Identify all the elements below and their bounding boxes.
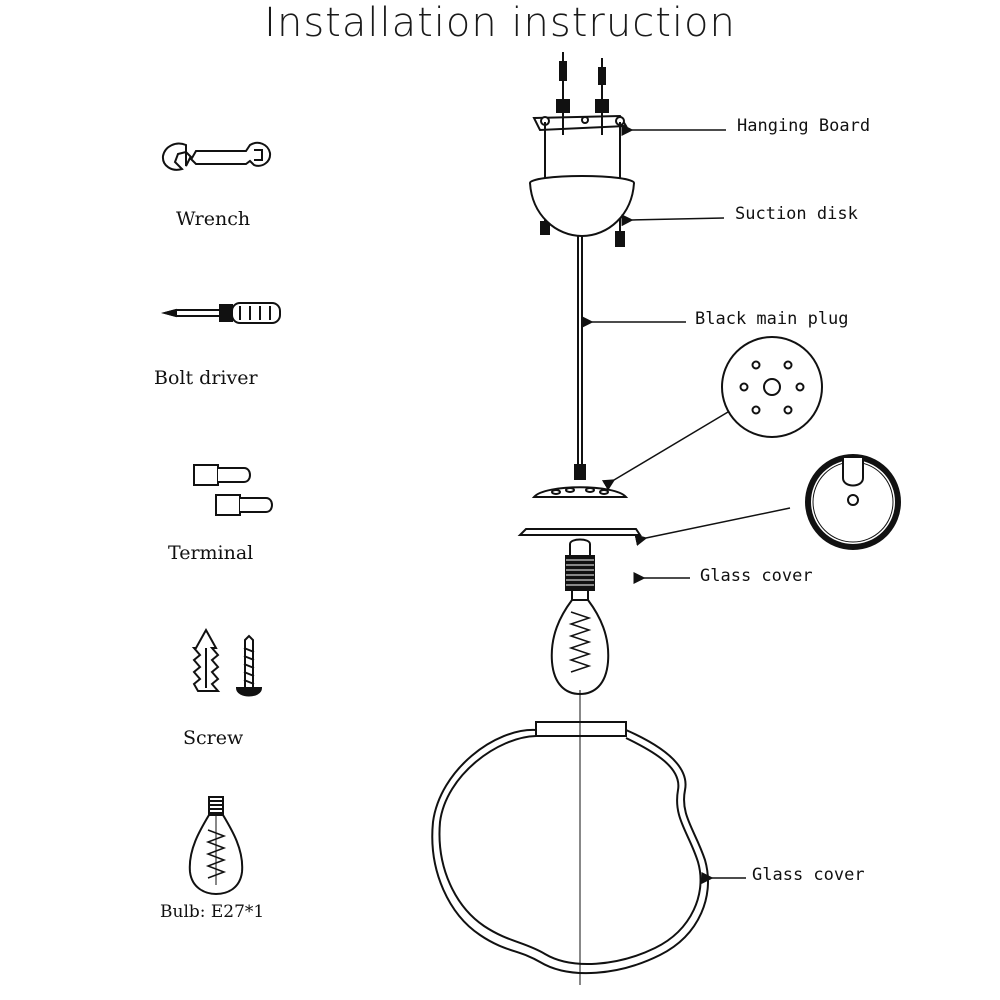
ring-detail-icon bbox=[805, 454, 901, 550]
power-cord bbox=[577, 236, 583, 470]
screw-icon bbox=[191, 627, 263, 697]
page-title: Installation instruction bbox=[264, 0, 736, 46]
lamp-holder-icon bbox=[565, 538, 595, 591]
leader-lines bbox=[581, 124, 791, 884]
terminal-icon bbox=[193, 464, 273, 516]
black-main-plug-label: Black main plug bbox=[695, 309, 849, 329]
glass-cover-icon bbox=[431, 721, 709, 975]
wrench-label: Wrench bbox=[176, 208, 251, 230]
glass-cover-upper-label: Glass cover bbox=[700, 566, 813, 586]
hanging-board-icon bbox=[532, 52, 628, 247]
cable-cap-icon bbox=[531, 464, 629, 498]
main-bulb-icon bbox=[550, 589, 610, 696]
suction-disk-icon bbox=[529, 175, 635, 238]
glass-cover-lower-label: Glass cover bbox=[752, 865, 865, 885]
bolt-driver-label: Bolt driver bbox=[154, 367, 258, 389]
bulb-icon bbox=[188, 796, 244, 896]
screw-label: Screw bbox=[183, 727, 244, 749]
plug-detail-icon bbox=[721, 336, 823, 438]
screwdriver-icon bbox=[161, 302, 281, 324]
washer-plate-icon bbox=[517, 528, 642, 536]
hanging-board-label: Hanging Board bbox=[737, 116, 871, 136]
terminal-label: Terminal bbox=[168, 542, 254, 564]
suction-disk-label: Suction disk bbox=[735, 204, 858, 224]
wrench-icon bbox=[161, 141, 272, 171]
bulb-label: Bulb: E27*1 bbox=[160, 902, 265, 922]
